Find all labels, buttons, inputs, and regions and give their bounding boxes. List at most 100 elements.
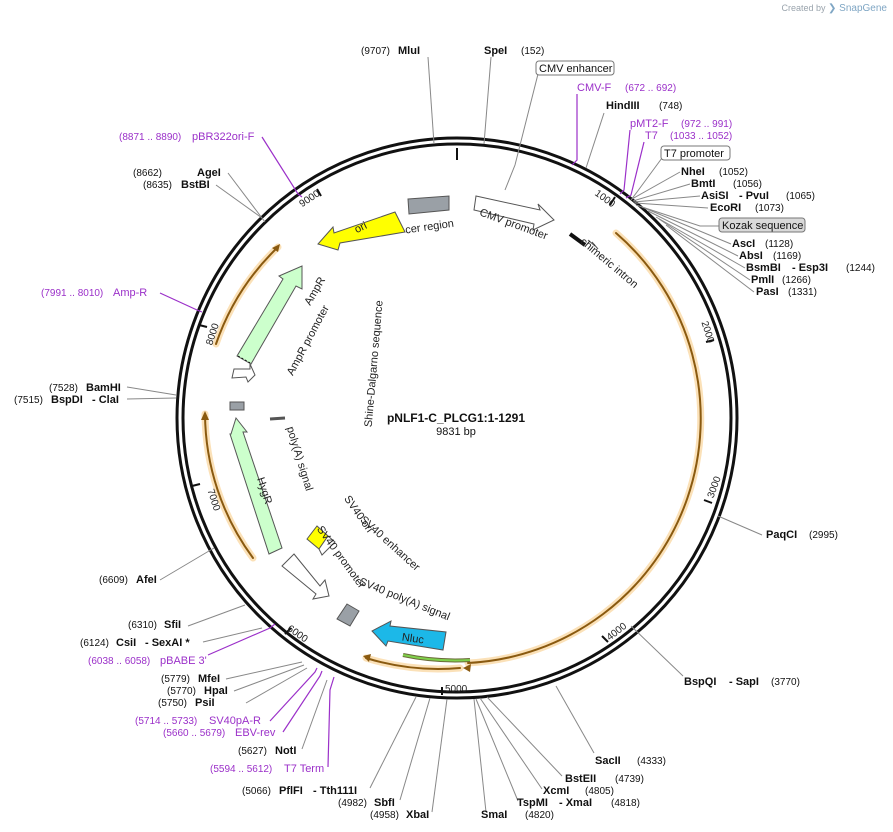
leader-smai	[473, 698, 487, 813]
nhei-pos: (1052)	[719, 167, 748, 178]
leader-bspqi	[630, 625, 684, 677]
orf-arc-top-left	[215, 246, 279, 345]
tick-7000	[191, 483, 201, 487]
labels-bottom: SacII (4333) BstEII (4739) XcmI (4805) T…	[80, 574, 666, 821]
chimeric-intron-line-1	[587, 239, 596, 247]
orf-arc-right-halo	[464, 229, 705, 667]
hindiii-pos: (748)	[659, 101, 682, 112]
leader-xcmi	[479, 697, 543, 790]
feature-label-cer: cer region	[405, 218, 455, 237]
smai-pos: (4820)	[525, 810, 554, 821]
tick-8000	[198, 324, 208, 328]
leader-t7-promoter	[630, 157, 663, 201]
nhei-label: NheI	[681, 166, 705, 178]
bsteii-pos: (4739)	[615, 774, 644, 785]
feature-label-ampr: AmpR	[302, 275, 328, 308]
noti-label: NotI	[275, 745, 296, 757]
bsmbi-label: BsmBI	[746, 262, 781, 274]
bstbi-label: BstBI	[181, 179, 210, 191]
leader-absi	[647, 210, 739, 257]
orf-arc-right	[467, 232, 702, 664]
tth111i-label: - Tth111I	[313, 785, 357, 797]
tspmi-label: TspMI	[517, 797, 548, 809]
leader-tspmi	[475, 698, 519, 802]
hpai-pos: (5770)	[167, 686, 196, 697]
pflfi-label: PflFI	[279, 785, 303, 797]
cmv-enhancer-label: CMV enhancer	[539, 63, 613, 75]
tick-marks	[191, 148, 715, 695]
cmv-promoter-shape	[473, 195, 555, 231]
nluc-shape	[371, 620, 447, 651]
noti-pos: (5627)	[238, 746, 267, 757]
primer-leader-ebv	[282, 670, 323, 733]
feature-label-ori: ori	[353, 220, 369, 236]
bamhi-label: BamHI	[86, 382, 121, 394]
orf-arrowhead-left	[201, 411, 209, 420]
ebv-range: (5660 .. 5679)	[163, 728, 225, 739]
pbabe-range: (6038 .. 6058)	[88, 656, 150, 667]
sv40pa-label: SV40pA-R	[209, 715, 261, 727]
spei-pos: (152)	[521, 46, 544, 57]
pflfi-pos: (5066)	[242, 786, 271, 797]
leader-bspdi	[126, 397, 177, 400]
leader-sfii	[187, 604, 246, 627]
primer-leader-sv40pa	[269, 667, 318, 722]
clai-label: - ClaI	[92, 394, 119, 406]
bsmbi-pos: (1244)	[846, 263, 875, 274]
leader-lines	[126, 56, 763, 813]
bspdi-label: BspDI	[51, 394, 83, 406]
esp3i-label: - Esp3I	[792, 262, 828, 274]
smai-label: SmaI	[481, 809, 507, 821]
feature-label-sv40-polya: SV40 poly(A) signal	[357, 576, 451, 623]
ecori-pos: (1073)	[755, 203, 784, 214]
afei-pos: (6609)	[99, 575, 128, 586]
feature-label-shine-dalgarno: Shine-Dalgarno sequence	[363, 300, 386, 428]
pbr-label: pBR322ori-F	[192, 131, 255, 143]
t7term-label: T7 Term	[284, 763, 324, 775]
orf-arrowhead-top-left	[272, 244, 280, 252]
leader-bsmbi	[655, 216, 746, 269]
absi-pos: (1169)	[773, 251, 801, 262]
tspmi-pos: (4818)	[611, 798, 640, 809]
afei-label: AfeI	[136, 574, 157, 586]
leader-nhei	[631, 171, 681, 200]
leader-bmti	[632, 183, 691, 202]
tick-label-5000: 5000	[445, 684, 468, 695]
leader-hindiii	[585, 112, 605, 169]
leader-xbai	[431, 698, 448, 813]
tick-9000	[316, 188, 322, 197]
leader-ecori	[634, 202, 709, 209]
bspqi-label: BspQI	[684, 676, 716, 688]
feature-shapes	[229, 195, 599, 663]
plasmid-length: 9831 bp	[436, 426, 476, 438]
pasi-pos: (1331)	[788, 287, 817, 298]
hindiii-label: HindIII	[606, 100, 640, 112]
leader-psii	[245, 667, 308, 704]
xbai-pos: (4958)	[370, 810, 399, 821]
bamhi-pos: (7528)	[49, 383, 78, 394]
sacii-label: SacII	[595, 755, 621, 767]
absi-label: AbsI	[739, 250, 763, 262]
pmli-label: PmlI	[751, 274, 774, 286]
xcmi-label: XcmI	[543, 785, 569, 797]
sv40-enhancer-shape	[318, 535, 336, 556]
paqci-pos: (2995)	[809, 530, 838, 541]
leader-pmli	[658, 218, 751, 281]
kozak-box	[718, 217, 806, 233]
cmvf-label: CMV-F	[577, 82, 612, 94]
asisi-label: AsiSI	[701, 190, 729, 202]
t7-range: (1033 .. 1052)	[670, 131, 732, 142]
spei-label: SpeI	[484, 45, 507, 57]
sexai-label: - SexAI *	[145, 637, 190, 649]
leader-sbfi	[399, 697, 431, 801]
orf-arc-bottom	[365, 657, 461, 670]
leader-agei	[227, 172, 266, 223]
pmt2-label: pMT2-F	[630, 118, 669, 130]
sfii-pos: (6310)	[128, 620, 157, 631]
t7-promoter-box	[660, 145, 731, 161]
leader-afei	[159, 547, 215, 581]
pasi-label: PasI	[756, 286, 779, 298]
sbfi-label: SbfI	[374, 797, 395, 809]
leader-hpai	[233, 664, 305, 692]
